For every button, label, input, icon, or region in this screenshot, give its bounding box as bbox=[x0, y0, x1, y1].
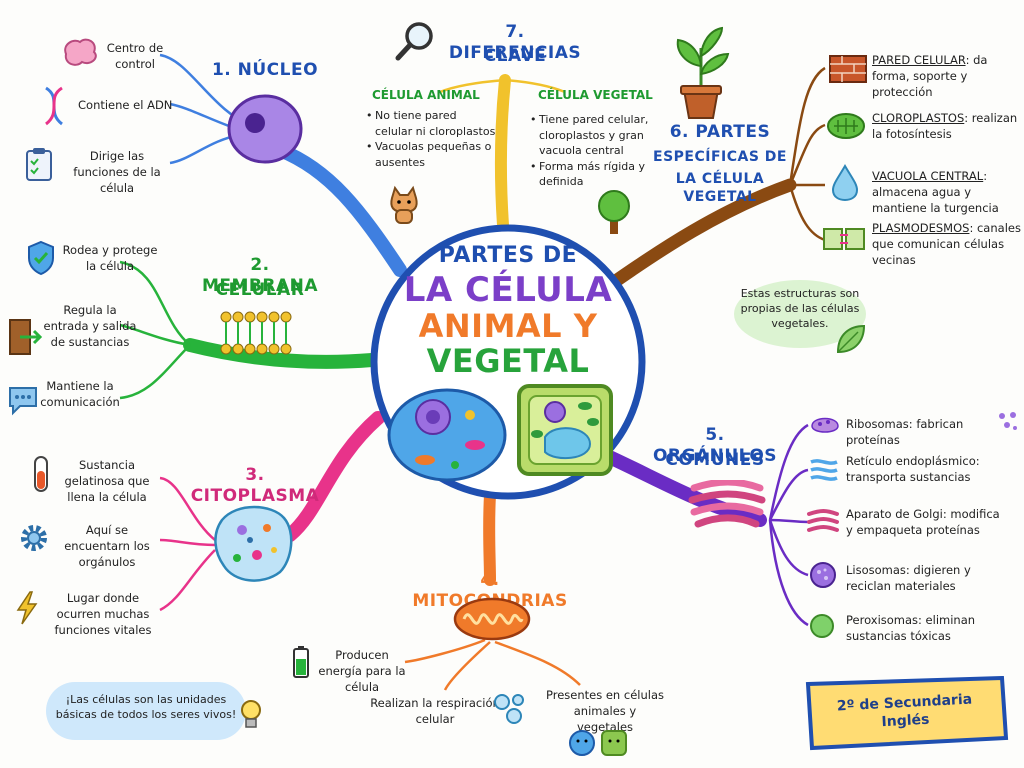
leaf-icon bbox=[836, 324, 866, 354]
nucleo-title: 1. NÚCLEO bbox=[211, 60, 319, 80]
chat-bubble-icon bbox=[9, 387, 37, 416]
brain-icon bbox=[64, 38, 97, 66]
organulos-item-4: Lisosomas: digieren y reciclan materiale… bbox=[846, 563, 971, 593]
battery-icon bbox=[293, 646, 309, 678]
door-arrow-icon bbox=[9, 319, 43, 355]
citoplasma-item-1: Sustancia gelatinosa que llena la célula bbox=[64, 458, 150, 504]
membrana-item-1: Rodea y protege la célula bbox=[62, 243, 158, 273]
gear-icon bbox=[21, 525, 47, 551]
chloroplast-icon bbox=[827, 113, 865, 139]
membrane-icon bbox=[220, 311, 292, 355]
clipboard-icon bbox=[26, 148, 52, 181]
nucleo-item-3: Dirige las funciones de la célula bbox=[73, 149, 161, 195]
organulos-item-5: Peroxisomas: eliminan sustancias tóxicas bbox=[846, 613, 976, 643]
nucleo-item-1: Centro de control bbox=[106, 41, 164, 71]
potted-plant-icon bbox=[676, 26, 730, 119]
animal-differences-list: No tiene pared celular ni cloroplastos V… bbox=[366, 108, 496, 170]
organulos-item-1: Ribosomas: fabrican proteínas bbox=[846, 417, 964, 447]
center-title-line1: PARTES DE bbox=[438, 243, 578, 268]
cat-icon bbox=[390, 185, 418, 224]
tree-icon bbox=[598, 190, 630, 234]
vegetal-item-1: PARED CELULAR: da forma, soporte y prote… bbox=[872, 53, 988, 99]
center-title-line2: LA CÉLULA bbox=[403, 270, 613, 310]
grade-badge bbox=[805, 676, 1009, 751]
ribosome-dots-icon bbox=[999, 412, 1017, 430]
vegetal-note-text: Estas estructuras son propias de las cél… bbox=[740, 287, 860, 330]
membrana-title-line2: CELULAR bbox=[215, 280, 305, 300]
water-drop-icon bbox=[831, 164, 859, 202]
citoplasma-item-2: Aquí se encuentarn los orgánulos bbox=[64, 523, 150, 569]
animal-cell-heading: CÉLULA ANIMAL bbox=[372, 88, 480, 102]
shield-icon bbox=[28, 240, 54, 276]
diferencias-title-line2: CLAVE bbox=[483, 46, 547, 66]
cells-faces-icon bbox=[569, 730, 627, 756]
nucleo-item-2: Contiene el ADN bbox=[78, 98, 173, 112]
test-tube-icon bbox=[34, 456, 48, 492]
vegetal-title-line3: LA CÉLULA VEGETAL bbox=[675, 171, 765, 205]
citoplasma-item-3: Lugar donde ocurren muchas funciones vit… bbox=[54, 591, 152, 637]
vegetal-item-3: VACUOLA CENTRAL: almacena agua y mantien… bbox=[872, 169, 999, 215]
mitocondrias-item-2: Realizan la respiración celular bbox=[370, 696, 500, 726]
organulos-item-2: Retículo endoplásmico: transporta sustan… bbox=[846, 454, 980, 484]
dna-icon bbox=[44, 86, 64, 126]
endoplasmic-reticulum-icon bbox=[810, 459, 838, 481]
footer-note-text: ¡Las células son las unidades básicas de… bbox=[55, 693, 237, 721]
plant-cell-illustration bbox=[517, 384, 613, 476]
cytoplasm-icon bbox=[214, 505, 293, 582]
plant-difference-2: Forma más rígida y definida bbox=[530, 159, 650, 190]
lightbulb-icon bbox=[241, 700, 261, 728]
organulos-title-line2: COMUNES bbox=[665, 450, 765, 470]
center-title-line4: VEGETAL bbox=[426, 342, 590, 380]
animal-difference-1: No tiene pared celular ni cloroplastos bbox=[366, 108, 496, 139]
membrana-item-2: Regula la entrada y salida de sustancias bbox=[43, 303, 137, 349]
nucleus-icon bbox=[227, 94, 303, 164]
animal-difference-2: Vacuolas pequeñas o ausentes bbox=[366, 139, 496, 170]
ribosome-icon bbox=[811, 417, 839, 433]
golgi-icon bbox=[688, 480, 766, 528]
plant-difference-1: Tiene pared celular, cloroplastos y gran… bbox=[530, 112, 650, 159]
organulos-item-3: Aparato de Golgi: modifica y empaqueta p… bbox=[846, 507, 1000, 537]
magnifier-icon bbox=[395, 22, 433, 61]
mitochondria-icon bbox=[453, 597, 531, 641]
diferencias-title-line1: 7. DIFERENCIAS bbox=[448, 22, 582, 63]
vegetal-item-4: PLASMODESMOS: canales que comunican célu… bbox=[872, 221, 1021, 267]
organulos-title-line1: 5. ORGÁNULOS bbox=[652, 425, 778, 466]
vegetal-title-line1: 6. PARTES bbox=[669, 122, 771, 142]
peroxisome-icon bbox=[810, 614, 834, 638]
plasmodesmata-icon bbox=[823, 228, 865, 250]
mitocondrias-item-1: Producen energía para la célula bbox=[318, 648, 406, 694]
vegetal-item-2: CLOROPLASTOS: realizan la fotosíntesis bbox=[872, 111, 1018, 141]
center-title-line3: ANIMAL Y bbox=[418, 307, 598, 345]
vegetal-title-line2: ESPECÍFICAS DE bbox=[653, 149, 787, 165]
plant-differences-list: Tiene pared celular, cloroplastos y gran… bbox=[530, 112, 650, 190]
brick-wall-icon bbox=[829, 55, 867, 83]
membrana-item-3: Mantiene la comunicación bbox=[40, 379, 120, 409]
animal-cell-illustration bbox=[387, 388, 507, 482]
vegetal-note: Estas estructuras son propias de las cél… bbox=[734, 280, 866, 348]
lightning-icon bbox=[16, 591, 38, 625]
membrana-title-line1: 2. MEMBRANA bbox=[201, 255, 319, 296]
golgi-small-icon bbox=[807, 509, 839, 532]
bubbles-icon bbox=[494, 694, 524, 724]
lysosome-icon bbox=[810, 562, 836, 588]
plant-cell-heading: CÉLULA VEGETAL bbox=[538, 88, 653, 102]
citoplasma-title: 3. CITOPLASMA bbox=[190, 465, 320, 506]
footer-note: ¡Las células son las unidades básicas de… bbox=[46, 682, 246, 740]
